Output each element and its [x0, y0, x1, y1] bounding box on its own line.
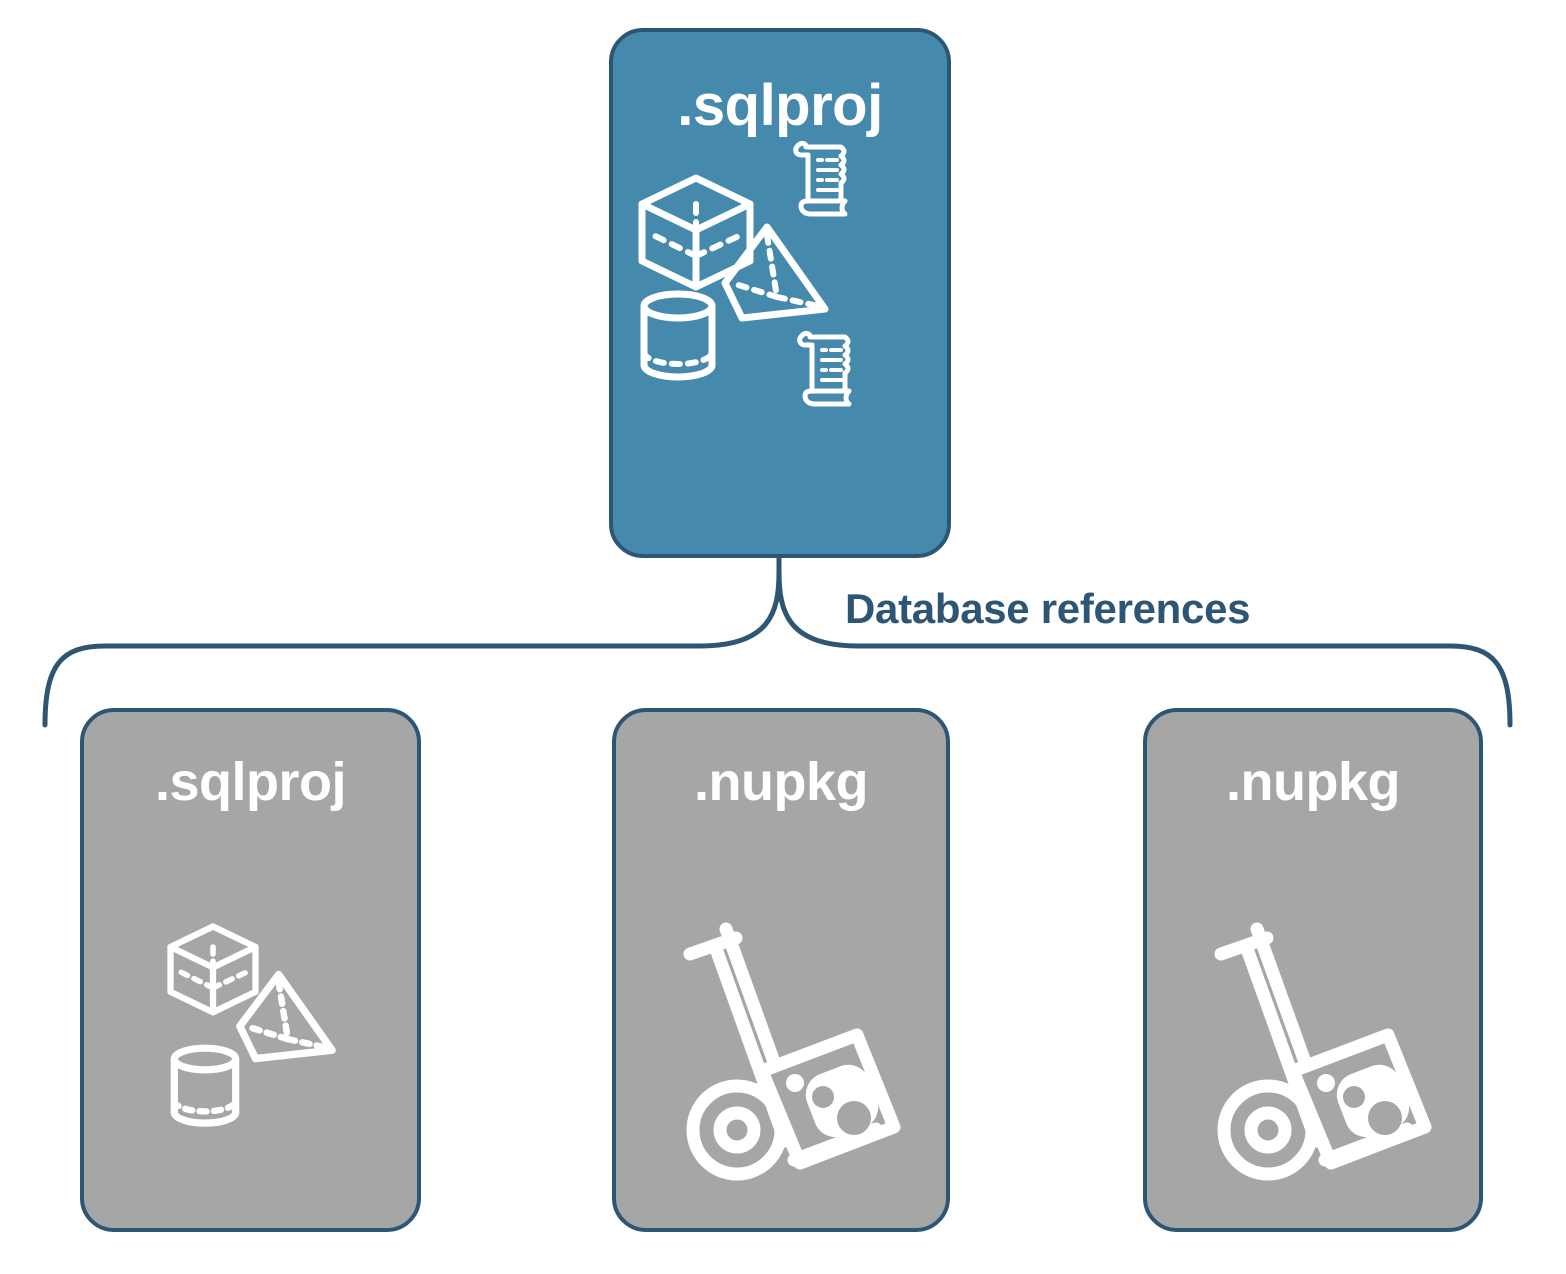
script-scroll-icon [793, 140, 848, 217]
pyramid-icon [236, 970, 336, 1062]
cylinder-icon [170, 1044, 240, 1127]
connector-label: Database references [845, 585, 1251, 632]
hand-truck-package-icon [1214, 922, 1432, 1181]
cylinder-icon [640, 290, 716, 381]
brace-left [42, 569, 782, 728]
node-root-sqlproj[interactable]: .sqlproj [609, 28, 951, 558]
node-reference-nupkg-1[interactable]: .nupkg [612, 708, 950, 1232]
node-reference-nupkg-2[interactable]: .nupkg [1143, 708, 1483, 1232]
script-scroll-icon [797, 330, 852, 407]
reference-icon-group [1147, 811, 1479, 1228]
node-reference-sqlproj[interactable]: .sqlproj [80, 708, 421, 1232]
cube-icon [167, 923, 259, 1016]
hand-truck-package-icon [683, 922, 901, 1181]
pyramid-icon [721, 223, 829, 322]
cube-icon [638, 174, 754, 291]
node-reference-label: .nupkg [1226, 752, 1400, 812]
reference-icon-group [84, 811, 417, 1228]
node-reference-label: .nupkg [694, 752, 868, 812]
node-reference-label: .sqlproj [154, 752, 347, 812]
node-root-label: .sqlproj [677, 73, 883, 138]
reference-icon-group [616, 811, 946, 1228]
root-icon-group [613, 137, 947, 554]
